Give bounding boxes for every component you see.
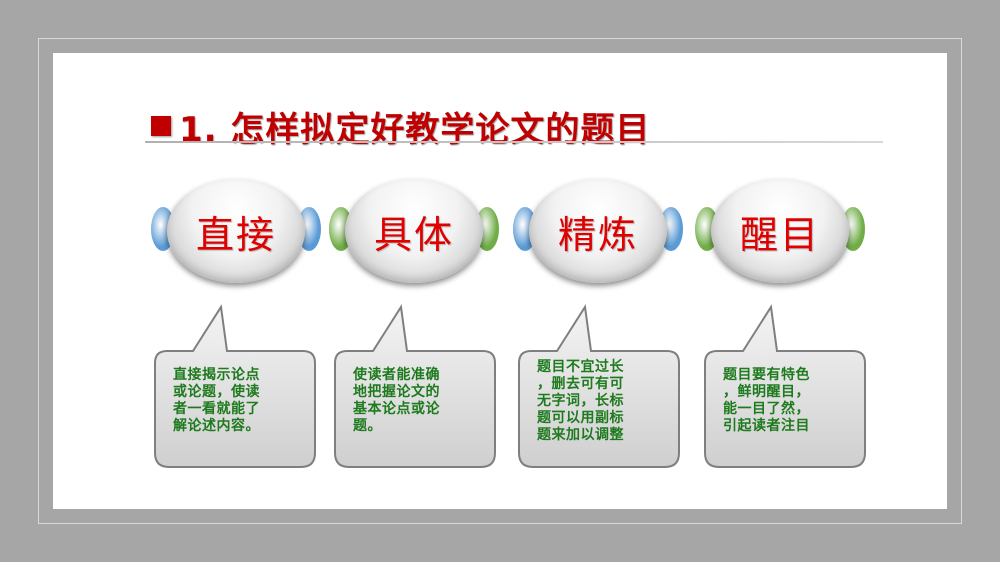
bubble-text: 题目要有特色，鲜明醒目，能一目了然，引起读者注目 xyxy=(723,367,857,435)
bubble-text-line: 解论述内容。 xyxy=(173,418,260,434)
badge-circle: 具体 xyxy=(345,179,483,283)
bubble-text-line: 题目要有特色 xyxy=(723,367,810,383)
bubble-text: 使读者能准确地把握论文的基本论点或论题。 xyxy=(353,367,487,435)
speech-bubble-shape xyxy=(154,304,316,468)
badge-label: 精炼 xyxy=(557,212,638,257)
badge-circle: 醒目 xyxy=(711,179,849,283)
speech-bubble-outline xyxy=(518,304,680,468)
badge-label: 直接 xyxy=(195,212,276,257)
bubble-text-line: 或论题，使读 xyxy=(173,384,260,400)
bubble-text-line: 基本论点或论 xyxy=(353,401,440,417)
bubble-text-line: 者一看就能了 xyxy=(173,401,260,417)
badge-1: 直接 xyxy=(151,179,321,289)
bubble-text-line: ，鲜明醒目， xyxy=(723,384,810,400)
speech-bubble-outline xyxy=(704,304,866,468)
bubble-text-line: 题可以用副标 xyxy=(537,410,624,426)
speech-bubble-2: 使读者能准确地把握论文的基本论点或论题。 xyxy=(331,301,501,473)
badge-circle: 直接 xyxy=(167,179,305,283)
bubble-text-line: 无字词，长标 xyxy=(537,393,624,409)
title-text: 1. 怎样拟定好教学论文的题目 xyxy=(179,109,651,150)
bubble-text-line: 地把握论文的 xyxy=(353,384,440,400)
bubble-text: 直接揭示论点或论题，使读者一看就能了解论述内容。 xyxy=(173,367,307,435)
bubble-text-line: 题来加以调整 xyxy=(537,427,624,443)
speech-bubble-4: 题目要有特色，鲜明醒目，能一目了然，引起读者注目 xyxy=(701,301,871,473)
bubble-text-line: 能一目了然， xyxy=(723,401,810,417)
outer-frame xyxy=(38,38,962,524)
badge-2: 具体 xyxy=(329,179,499,289)
slide: 1. 怎样拟定好教学论文的题目 直接直接揭示论点或论题，使读者一看就能了解论述内… xyxy=(53,53,947,509)
badge-4: 醒目 xyxy=(695,179,865,289)
bubble-text-line: 直接揭示论点 xyxy=(173,367,260,383)
speech-bubble-1: 直接揭示论点或论题，使读者一看就能了解论述内容。 xyxy=(151,301,321,473)
bubble-text: 题目不宜过长，删去可有可无字词，长标题可以用副标题来加以调整 xyxy=(537,359,671,444)
title-bullet-icon xyxy=(151,116,171,136)
speech-bubble-shape xyxy=(518,304,680,468)
bubble-text-line: ，删去可有可 xyxy=(537,376,624,392)
bubble-text-line: 使读者能准确 xyxy=(353,367,440,383)
title-divider xyxy=(145,141,883,143)
badge-label: 醒目 xyxy=(739,212,820,257)
slide-title: 1. 怎样拟定好教学论文的题目 xyxy=(151,101,650,151)
speech-bubble-shape xyxy=(334,304,496,468)
bubble-text-line: 题目不宜过长 xyxy=(537,359,624,375)
speech-bubble-shape xyxy=(704,304,866,468)
speech-bubble-outline xyxy=(154,304,316,468)
bubble-text-line: 引起读者注目 xyxy=(723,418,810,434)
badge-label: 具体 xyxy=(373,212,454,257)
badge-3: 精炼 xyxy=(513,179,683,289)
bubble-text-line: 题。 xyxy=(353,418,382,434)
badge-circle: 精炼 xyxy=(529,179,667,283)
speech-bubble-outline xyxy=(334,304,496,468)
speech-bubble-3: 题目不宜过长，删去可有可无字词，长标题可以用副标题来加以调整 xyxy=(515,301,685,473)
